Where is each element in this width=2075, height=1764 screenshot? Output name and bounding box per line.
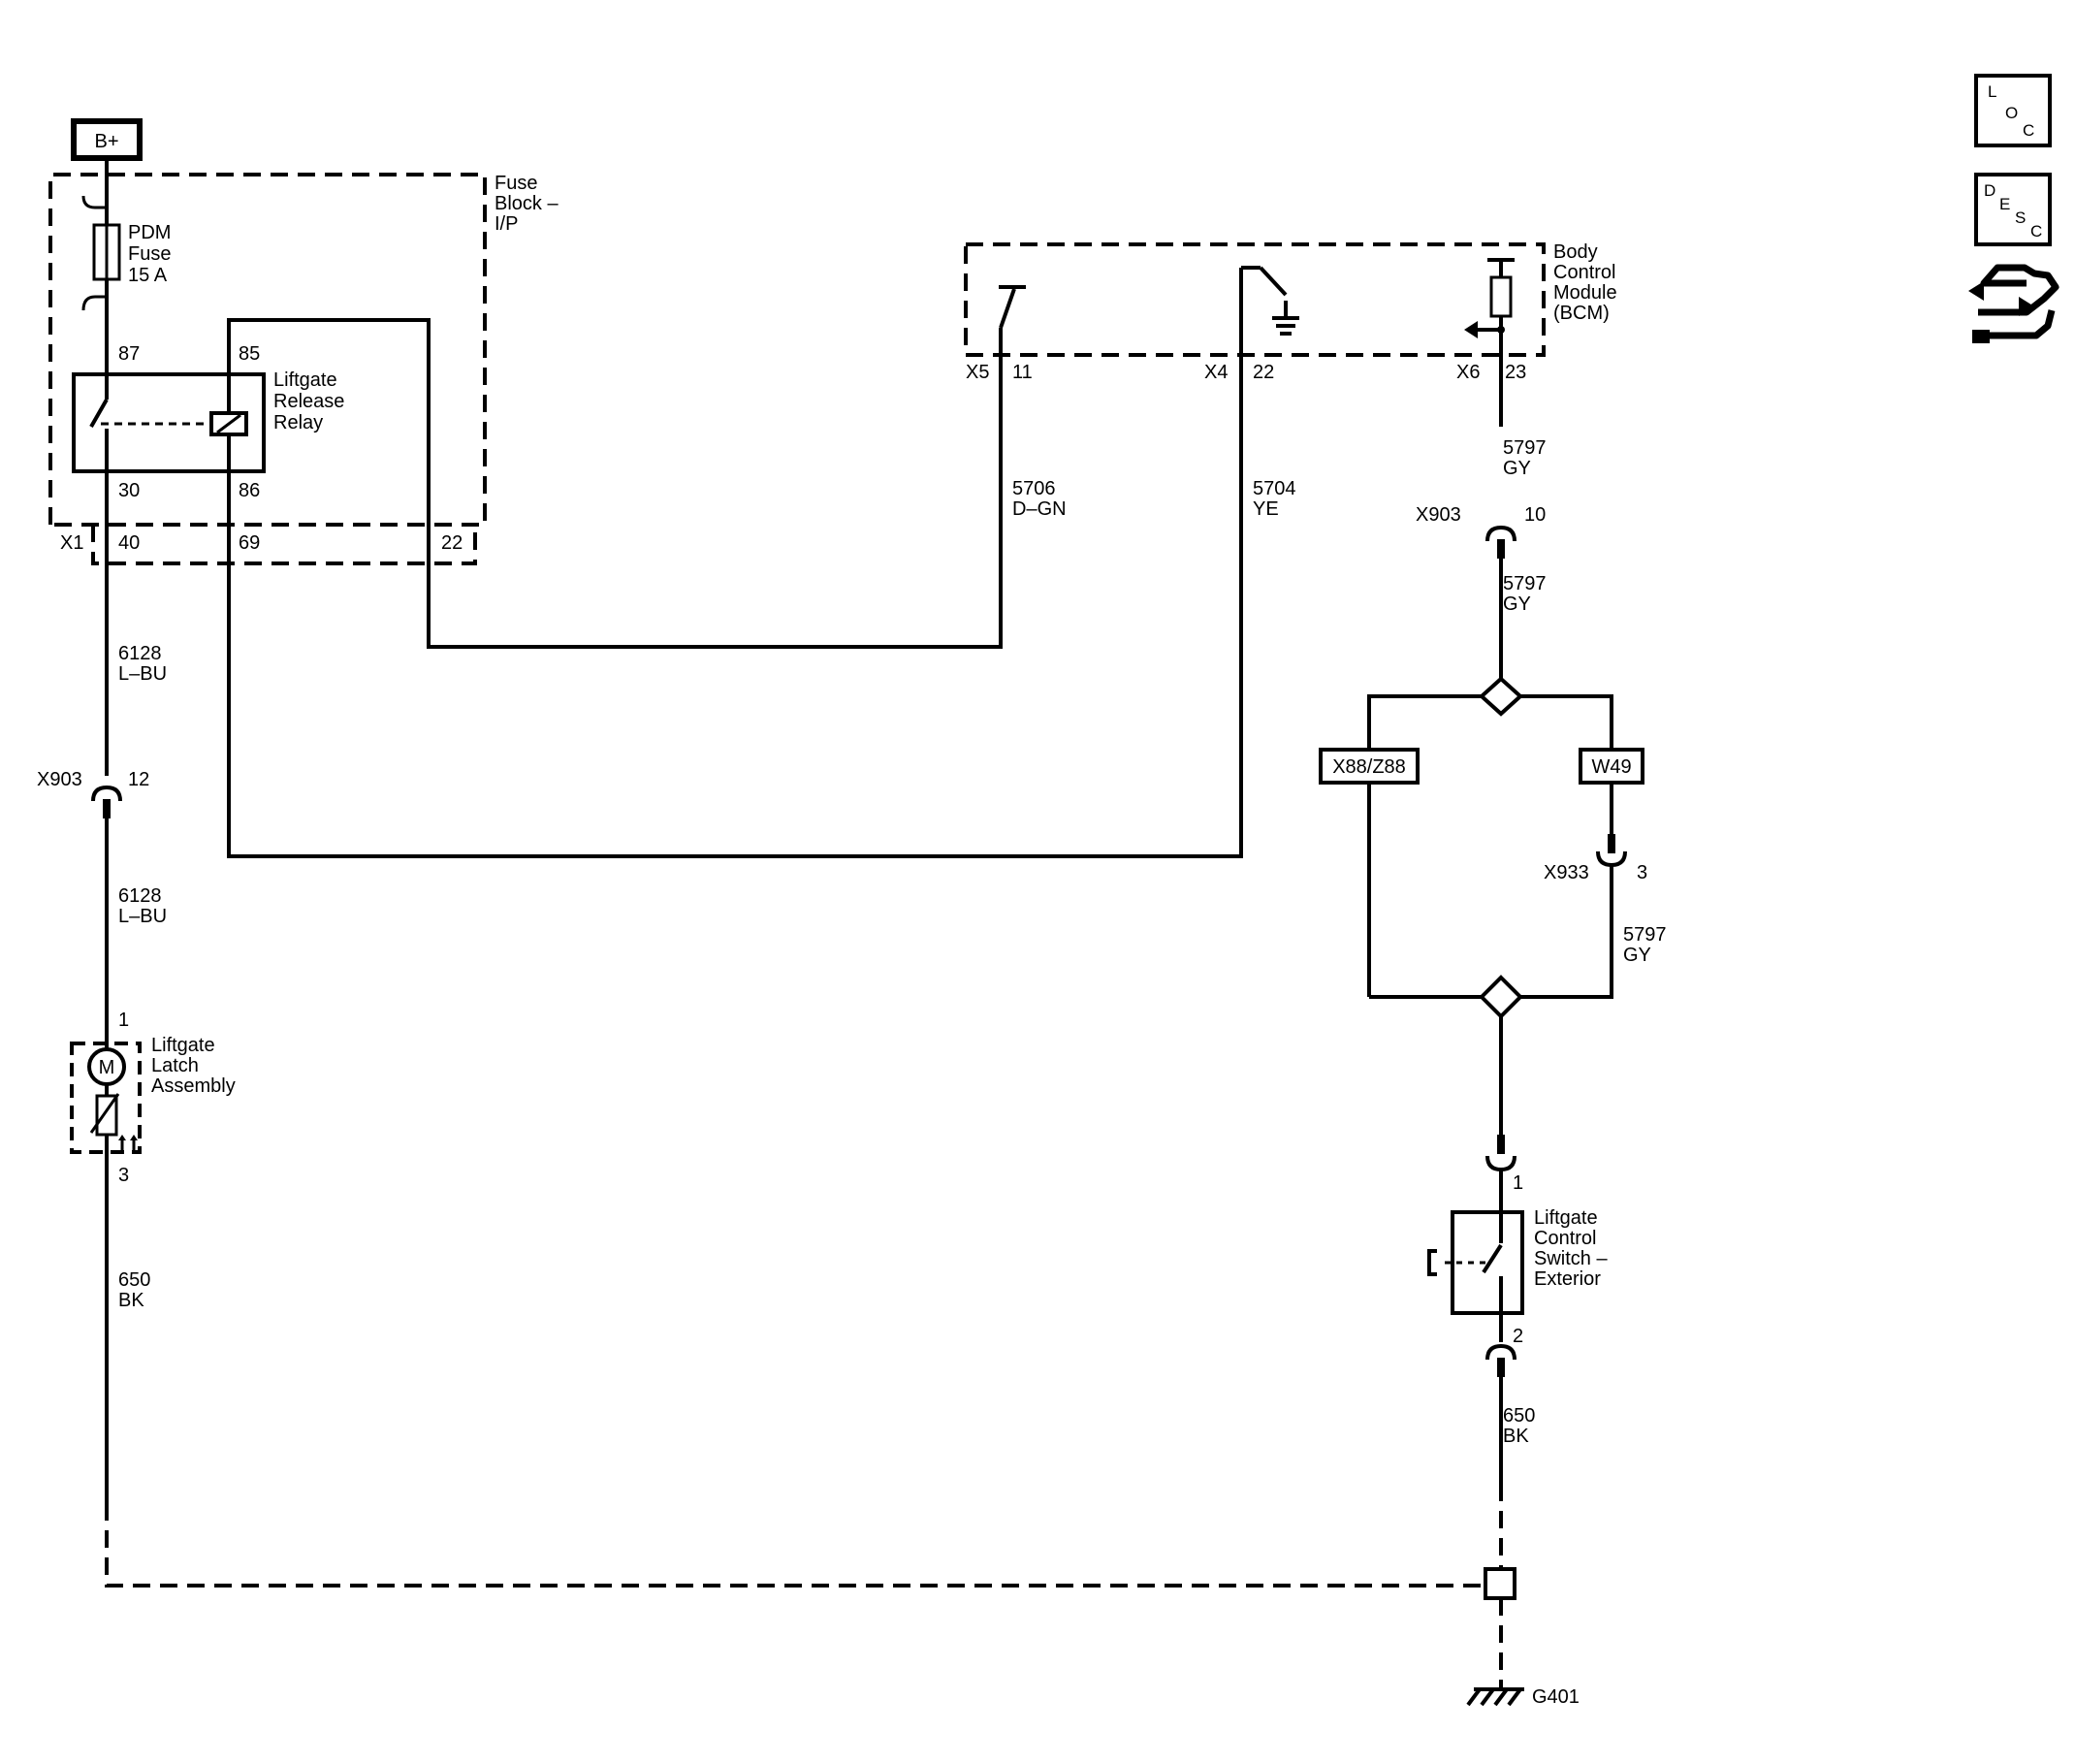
ground-symbol — [1466, 1687, 1524, 1707]
wire-650-right-label: 650 BK — [1503, 1405, 1541, 1447]
option-box-x88-z88: X88/Z88 — [1319, 748, 1420, 785]
x903-right-name: X903 — [1416, 504, 1461, 526]
x903-right-connector — [1485, 525, 1516, 559]
wire-5797-w49-label: 5797 GY — [1623, 924, 1672, 966]
latch-pin-3: 3 — [118, 1165, 129, 1186]
x933-connector — [1596, 834, 1627, 868]
bcm-x5-name: X5 — [966, 362, 989, 383]
option-box-w49: W49 — [1579, 748, 1644, 785]
relay-label: Liftgate Release Relay — [273, 369, 350, 433]
liftgate-release-relay — [72, 372, 266, 473]
bcm-x6-pin: 23 — [1505, 362, 1526, 383]
pdm-fuse-symbol — [81, 195, 121, 311]
x903-right-pin: 10 — [1524, 504, 1546, 526]
wire-650-left-label: 650 BK — [118, 1269, 156, 1311]
description-icon[interactable]: D E S C — [1974, 173, 2052, 246]
relay-pin-86: 86 — [239, 480, 260, 501]
fuse-block-pin-22: 22 — [441, 532, 463, 554]
fuse-block-outline — [48, 173, 487, 565]
bcm-x5-pin: 11 — [1012, 362, 1033, 383]
location-icon[interactable]: L O C — [1974, 74, 2052, 147]
wire-relay-85-to-bcm-x5 — [227, 318, 1003, 649]
svg-text:W49: W49 — [1591, 756, 1631, 778]
latch-label: Liftgate Latch Assembly — [151, 1035, 236, 1097]
ground-label: G401 — [1532, 1686, 1580, 1708]
ground-splice — [1484, 1567, 1516, 1600]
wire-6128-top-label: 6128 L–BU — [118, 643, 167, 685]
battery-power-source: B+ — [71, 118, 143, 161]
fuse-block-label: Fuse Block – I/P — [495, 173, 563, 235]
wire-5797-mid-label: 5797 GY — [1503, 573, 1551, 615]
latch-motor-label: M — [99, 1057, 115, 1078]
wire-relay-86-to-bcm-x4 — [227, 268, 1243, 858]
bcm-x4-name: X4 — [1204, 362, 1228, 383]
option-split-paths — [1367, 676, 1613, 1135]
svg-text:C: C — [2030, 222, 2042, 241]
switch-label: Liftgate Control Switch – Exterior — [1534, 1207, 1612, 1290]
x903-left-name: X903 — [37, 769, 82, 790]
fuse-block-pin-69: 69 — [239, 532, 260, 554]
fuse-block-pin-40: 40 — [118, 532, 140, 554]
body-control-module-outline — [964, 242, 1546, 427]
wire-5704-label: 5704 YE — [1253, 478, 1301, 520]
svg-text:O: O — [2005, 104, 2018, 122]
relay-pin-30: 30 — [118, 480, 140, 501]
switch-connector-pin1 — [1485, 1135, 1516, 1172]
x903-left-pin: 12 — [128, 769, 149, 790]
svg-text:X88/Z88: X88/Z88 — [1332, 756, 1406, 778]
x903-left-connector — [91, 785, 122, 818]
svg-text:D: D — [1984, 181, 1995, 200]
bcm-x4-pin: 22 — [1253, 362, 1274, 383]
wire-5797-top-label: 5797 GY — [1503, 437, 1551, 479]
svg-text:C: C — [2023, 121, 2034, 140]
x933-pin: 3 — [1637, 862, 1647, 883]
diagnostic-hand-wrench-icon[interactable] — [1968, 264, 2059, 343]
pdm-fuse-label: PDM Fuse 15 A — [128, 222, 176, 286]
wire-ground-dashed — [105, 1503, 1484, 1588]
bcm-x6-name: X6 — [1456, 362, 1480, 383]
switch-connector-pin2 — [1485, 1343, 1516, 1377]
power-label: B+ — [94, 131, 118, 152]
relay-pin-87: 87 — [118, 343, 140, 365]
svg-text:L: L — [1988, 82, 1996, 101]
wire-6128-bottom-label: 6128 L–BU — [118, 885, 167, 927]
latch-pin-1: 1 — [118, 1010, 129, 1031]
relay-pin-85: 85 — [239, 343, 260, 365]
svg-text:S: S — [2015, 208, 2026, 227]
svg-text:E: E — [1999, 195, 2010, 213]
liftgate-latch-assembly — [70, 1038, 142, 1164]
liftgate-control-switch-exterior — [1427, 1210, 1524, 1315]
fuse-block-connector-name: X1 — [60, 532, 83, 554]
wire-5706-label: 5706 D–GN — [1012, 478, 1067, 520]
switch-pin-1: 1 — [1513, 1172, 1523, 1194]
switch-pin-2: 2 — [1513, 1326, 1523, 1347]
x933-name: X933 — [1544, 862, 1589, 883]
bcm-label: Body Control Module (BCM) — [1553, 241, 1622, 324]
